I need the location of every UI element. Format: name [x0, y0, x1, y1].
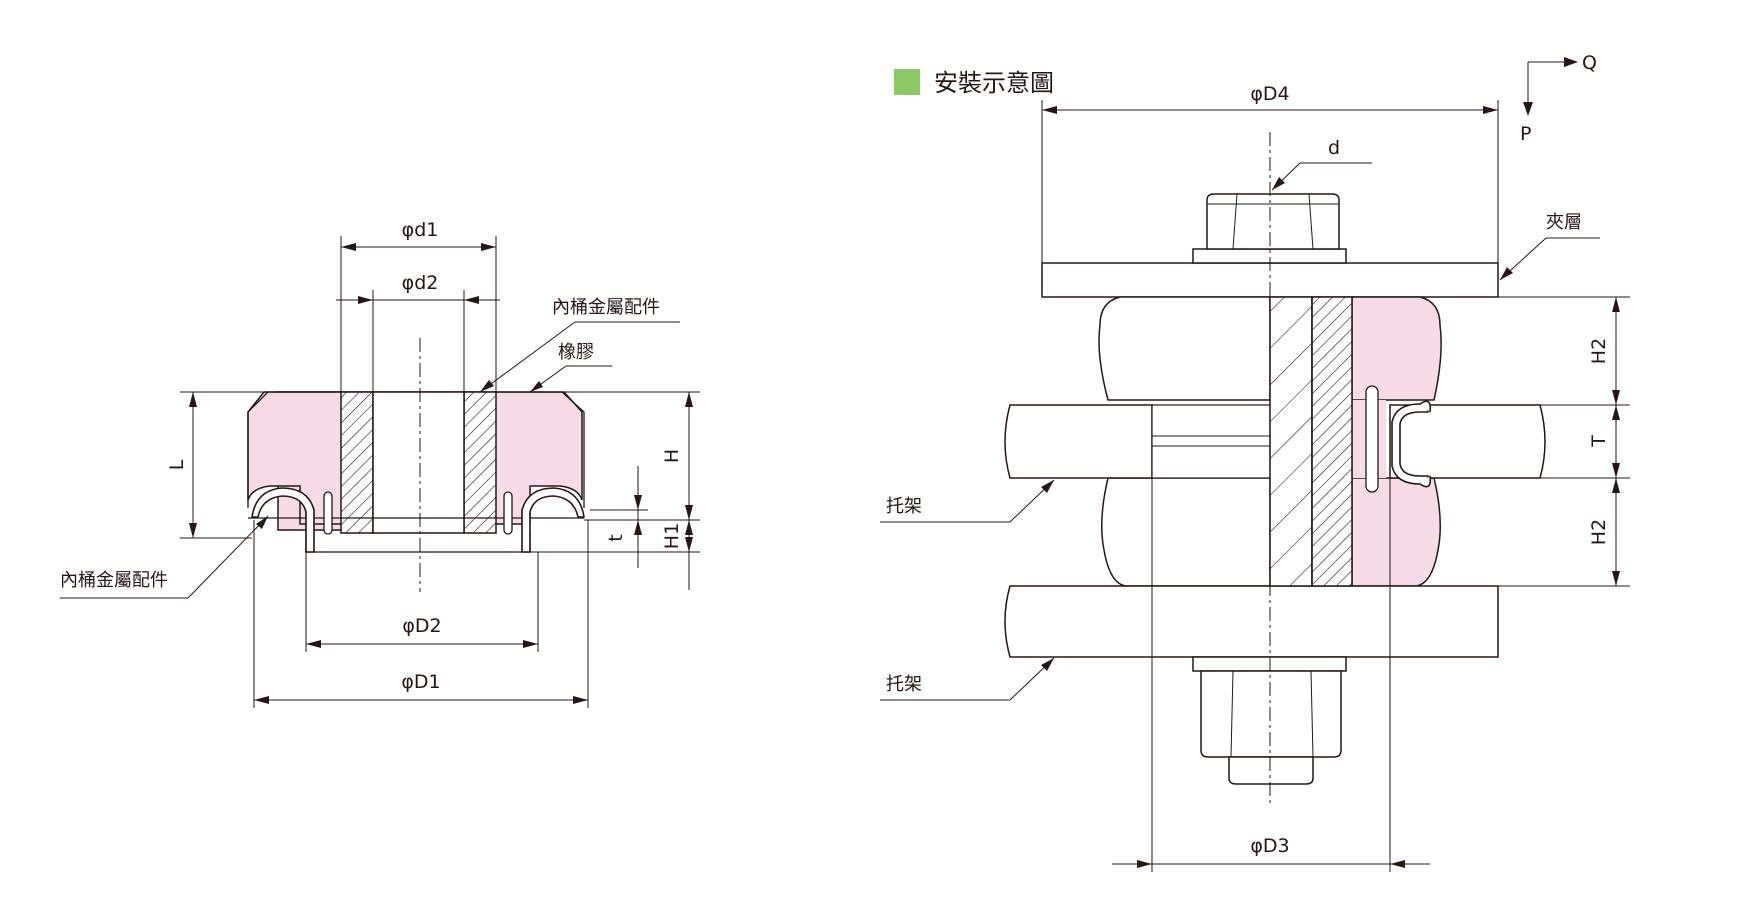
leader-inner-metal-top	[479, 321, 576, 393]
bore	[372, 391, 465, 534]
bracket-bottom	[1004, 585, 1499, 658]
legend-swatch	[894, 69, 920, 95]
dim-d2-label: φd2	[402, 272, 439, 294]
dim-d-label: d	[1328, 137, 1340, 159]
dim-L-arrow-bottom	[189, 523, 197, 538]
inner-sleeve-left-wall	[340, 391, 374, 534]
callout-inner-metal-bottom: 內桶金屬配件	[60, 570, 168, 591]
nut-flat-r	[1310, 670, 1314, 758]
right-installation-view: φD4 d 夾層 H2 T H2 φD3	[880, 52, 1630, 872]
legend: 安裝示意圖	[894, 69, 1054, 97]
dim-D2-arrow-right	[523, 640, 538, 648]
dim-H1-label: H1	[661, 523, 683, 549]
sleeve-left	[1269, 296, 1313, 587]
dim-D3-arrow-left	[1137, 860, 1152, 868]
dim-d1-label: φd1	[402, 219, 439, 241]
rubber-outline	[247, 391, 585, 508]
mount-left-upper	[1098, 296, 1271, 401]
outer-metal-right	[521, 487, 585, 553]
outer-metal-left	[251, 487, 315, 553]
leader-bracket-top-arrow	[1041, 480, 1054, 493]
dim-T-arrow-b	[1612, 463, 1620, 478]
dim-H2-top-arrow-a	[1612, 297, 1620, 312]
dim-D1-label: φD1	[401, 671, 440, 693]
dim-D3-label: φD3	[1250, 835, 1289, 857]
legend-title: 安裝示意圖	[934, 69, 1054, 97]
leader-interlayer-arrow	[1500, 267, 1513, 280]
bolt-head	[1206, 193, 1340, 250]
mount-left-lower	[1101, 477, 1271, 587]
axis-P-arrow	[1523, 102, 1533, 116]
dim-T-arrow-a	[1612, 405, 1620, 420]
dim-d2-arrow-left	[358, 296, 373, 304]
dim-D1-arrow-left	[254, 696, 269, 704]
dim-L-arrow-top	[189, 392, 197, 407]
dim-H-arrow-bottom	[685, 505, 693, 520]
bracket-top-right	[1389, 404, 1546, 479]
nut	[1200, 670, 1342, 758]
inner-sleeve-right-wall	[463, 391, 497, 534]
dim-H-label: H	[661, 449, 683, 463]
dim-d2-arrow-right	[464, 296, 479, 304]
dim-d1-arrow-right	[481, 243, 496, 251]
leader-inner-metal-bottom-arrow	[256, 516, 268, 529]
outer-metal-curl	[1391, 403, 1429, 485]
dim-t-arrow-top	[634, 495, 642, 510]
mount-right-upper-rubber	[1351, 296, 1442, 401]
bolt-head-flat-r	[1308, 193, 1314, 250]
axis-P-label: P	[1520, 123, 1531, 145]
bracket-top-rail-left	[1151, 404, 1271, 479]
leader-rubber-arrow	[530, 381, 543, 392]
callout-bracket-bottom: 托架	[886, 674, 922, 695]
dim-D1-arrow-right	[573, 696, 588, 704]
mount-right-lower-rubber	[1351, 477, 1441, 587]
dim-t-label: t	[605, 534, 627, 541]
dim-d-arrow	[1272, 177, 1285, 190]
dim-L-label: L	[166, 459, 188, 470]
dim-H1-arrow-bottom	[685, 537, 693, 552]
left-section-view: φd1 φd2 L H H1 t	[60, 219, 700, 708]
callout-interlayer: 夾層	[1546, 212, 1582, 233]
dim-D2-arrow-left	[306, 640, 321, 648]
callout-inner-metal-top: 內桶金屬配件	[552, 297, 660, 318]
dim-D3-arrow-right	[1390, 860, 1405, 868]
nut-flat-l	[1230, 670, 1234, 758]
callout-rubber: 橡膠	[558, 342, 594, 363]
rubber-body-right	[491, 391, 583, 525]
bolt-head-flat-l	[1232, 193, 1238, 250]
dim-H2-bottom-label: H2	[1588, 519, 1610, 545]
axis-Q-arrow	[1564, 57, 1578, 67]
slot-mid	[1365, 385, 1379, 493]
dim-H1-arrow-top	[685, 520, 693, 535]
dim-D4-arrow-left	[1042, 106, 1057, 114]
dim-D4-arrow-right	[1483, 106, 1498, 114]
bolt-tail	[1228, 756, 1314, 785]
dim-H2-bottom-arrow-b	[1612, 571, 1620, 586]
dim-H2-bottom-arrow-a	[1612, 478, 1620, 493]
bracket-top-left	[1004, 404, 1153, 479]
dim-H-arrow-top	[685, 392, 693, 407]
callout-bracket-top: 托架	[886, 496, 922, 517]
dim-D2-label: φD2	[402, 615, 441, 637]
dim-H2-top-arrow-b	[1612, 390, 1620, 405]
axis-Q-label: Q	[1582, 52, 1597, 74]
dim-t-arrow-bottom	[634, 520, 642, 535]
dim-H2-top-label: H2	[1588, 338, 1610, 364]
dim-d1-arrow-left	[341, 243, 356, 251]
sleeve-right	[1311, 296, 1353, 587]
leader-inner-metal-bottom	[187, 515, 269, 599]
slot-left	[323, 491, 333, 535]
leader-bracket-bottom-arrow	[1041, 658, 1054, 671]
leader-inner-metal-top-arrow	[480, 380, 494, 392]
dim-T-label: T	[1588, 435, 1610, 448]
outer-metal-curl-lip	[1419, 400, 1432, 488]
dim-D4-label: φD4	[1250, 83, 1289, 105]
slot-right	[503, 491, 513, 535]
